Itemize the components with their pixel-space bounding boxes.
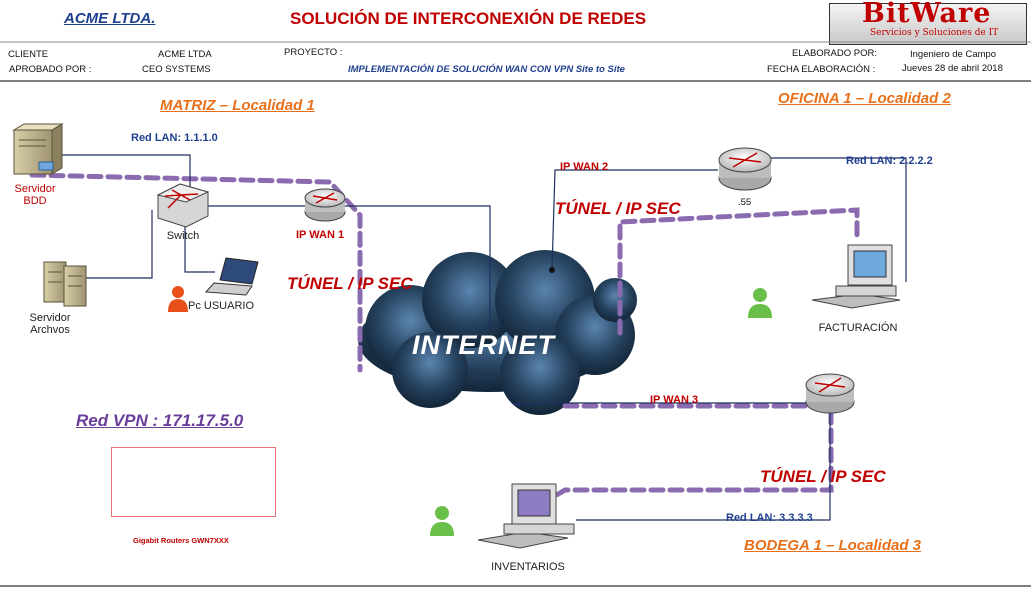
router-icon <box>718 147 772 191</box>
site-oficina-title: OFICINA 1 – Localidad 2 <box>778 90 951 107</box>
tunnel-bodega <box>537 403 834 508</box>
tunnel-label-matriz: TÚNEL / IP SEC <box>287 274 413 293</box>
product-image-frame <box>111 447 276 517</box>
vpn-network-label: Red VPN : 171.17.5.0 <box>76 411 244 430</box>
internet-label: INTERNET <box>412 330 555 360</box>
tunnel-matriz <box>29 172 363 373</box>
switch-label: Switch <box>166 230 200 242</box>
project-label: PROYECTO : <box>284 47 343 58</box>
client-value: ACME LTDA <box>158 49 212 60</box>
site-matriz-title: MATRIZ – Localidad 1 <box>160 97 315 114</box>
tunnel-oficina <box>617 207 860 336</box>
tunnel-label-bodega: TÚNEL / IP SEC <box>760 467 886 486</box>
date-label: FECHA ELABORACIÓN : <box>767 64 876 75</box>
page-title: SOLUCIÓN DE INTERCONEXIÓN DE REDES <box>290 9 647 28</box>
lan-bodega: Red LAN: 3.3.3.3 <box>726 512 813 524</box>
router-icon <box>805 373 855 414</box>
logo-box <box>829 3 1027 45</box>
server-icon <box>43 261 87 307</box>
desktop-icon <box>477 483 575 549</box>
lan-oficina: Red LAN: 2.2.2.2 <box>846 155 933 167</box>
wan-3-label: IP WAN 3 <box>650 394 699 406</box>
desktop-icon <box>811 244 901 309</box>
client-label: CLIENTE <box>8 49 49 60</box>
cloud-icon <box>358 250 637 415</box>
wan-2-label: IP WAN 2 <box>560 161 609 173</box>
user-icon <box>748 288 772 318</box>
server-bdd-label: Servidor BDD <box>14 183 56 207</box>
laptop-icon <box>204 257 259 296</box>
user-icon <box>430 506 454 536</box>
company-name: ACME LTDA. <box>64 10 156 27</box>
tunnel-label-oficina: TÚNEL / IP SEC <box>555 199 681 218</box>
project-value: IMPLEMENTACIÓN DE SOLUCIÓN WAN CON VPN S… <box>348 64 625 75</box>
lan-matriz: Red LAN: 1.1.1.0 <box>131 132 218 144</box>
pc-user-label: Pc USUARIO <box>188 300 255 312</box>
pc-inventarios-label: INVENTARIOS <box>491 561 565 573</box>
server-files-label: Servidor Archvos <box>29 312 71 336</box>
pc-facturacion-label: FACTURACIÓN <box>818 322 898 334</box>
product-caption: Gigabit Routers GWN7XXX <box>133 536 229 545</box>
router-note: .55 <box>738 197 752 208</box>
logo-brand: BitWare <box>862 0 992 29</box>
prepared-label: ELABORADO POR: <box>792 48 877 59</box>
wan-1-label: IP WAN 1 <box>296 229 345 241</box>
site-bodega-title: BODEGA 1 – Localidad 3 <box>744 537 921 554</box>
approved-label: APROBADO POR : <box>9 64 92 75</box>
server-icon <box>12 123 64 175</box>
user-icon <box>168 286 188 312</box>
date-value: Jueves 28 de abril 2018 <box>902 63 1003 74</box>
approved-value: CEO SYSTEMS <box>142 64 211 75</box>
prepared-value: Ingeniero de Campo <box>910 49 997 60</box>
switch-icon <box>156 183 210 228</box>
logo-tagline: Servicios y Soluciones de IT <box>870 28 999 38</box>
router-icon <box>304 188 346 222</box>
